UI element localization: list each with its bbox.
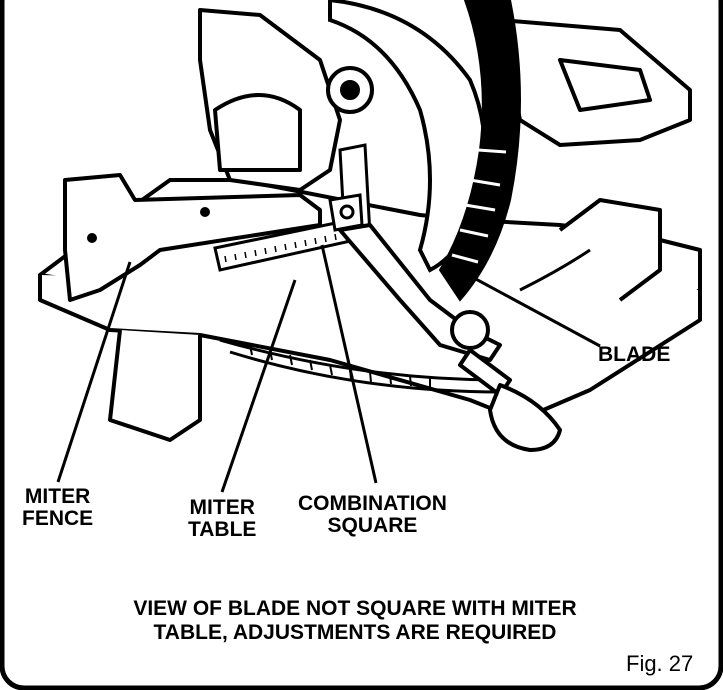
label-miter-fence-line2: FENCE: [22, 507, 94, 530]
miter-arm-and-knob: [338, 223, 562, 452]
label-miter-fence-line1: MITER: [24, 485, 91, 508]
label-combination-square-line1: COMBINATION: [298, 492, 447, 515]
label-miter-table: MITER TABLE: [188, 497, 256, 541]
band-ticks: [451, 148, 507, 264]
label-blade: BLADE: [598, 344, 670, 366]
figure-number: Fig. 27: [626, 651, 694, 676]
miter-scale: [219, 248, 591, 394]
blade-edge-band: [438, 0, 521, 302]
label-miter-table-line1: MITER: [189, 496, 255, 519]
label-miter-fence: MITER FENCE: [22, 486, 93, 530]
label-blade-text: BLADE: [598, 343, 671, 366]
caption-line2: TABLE, ADJUSTMENTS ARE REQUIRED: [153, 621, 557, 644]
ruler-ticks: [224, 233, 337, 263]
label-combination-square: COMBINATION SQUARE: [298, 493, 447, 537]
upper-housing: [198, 8, 692, 192]
scale-ticks: [249, 344, 431, 388]
caption-line1: VIEW OF BLADE NOT SQUARE WITH MITER: [133, 597, 577, 620]
label-combination-square-line2: SQUARE: [327, 514, 418, 537]
leader-lines: [56, 244, 601, 493]
figure-caption: VIEW OF BLADE NOT SQUARE WITH MITER TABL…: [95, 597, 615, 645]
label-miter-table-line2: TABLE: [188, 518, 257, 541]
